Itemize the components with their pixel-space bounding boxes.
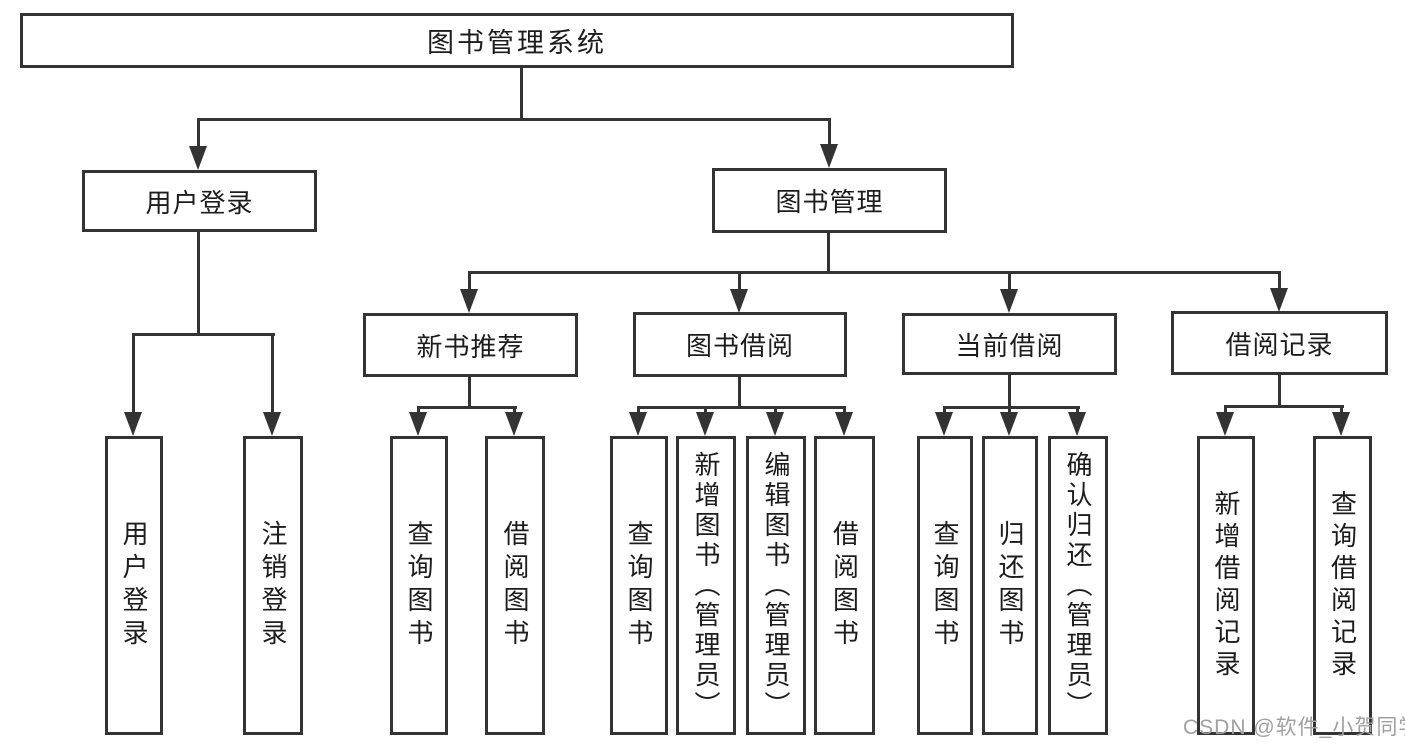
node-user-login: 用户登录 — [82, 170, 317, 232]
connector-book-borrowing-stem — [738, 375, 741, 409]
connector-book-management-stem — [827, 231, 830, 274]
leaf-edit-books-admin-label: 编辑图书（管理员） — [761, 450, 791, 721]
connector-current-borrowing-stem — [1008, 373, 1011, 409]
leaf-confirm-return-admin: 确认归还（管理员） — [1048, 436, 1108, 735]
node-new-book-recommend: 新书推荐 — [363, 313, 578, 377]
connector-to-new-book-recommend — [468, 271, 471, 290]
connector-to-leaf-query-1 — [417, 406, 420, 414]
connector-to-leaf-logout — [271, 333, 274, 412]
arrow-to-leaf-borrow-2 — [835, 412, 853, 436]
connector-book-management-split — [468, 271, 1281, 274]
connector-borrowing-records-split — [1224, 405, 1344, 408]
arrow-to-book-borrowing — [730, 289, 748, 313]
leaf-query-books-3: 查询图书 — [917, 436, 973, 735]
arrow-to-leaf-login — [124, 412, 142, 436]
connector-to-book-management — [828, 118, 831, 146]
leaf-query-books-3-label: 查询图书 — [930, 519, 960, 652]
leaf-query-borrow-record: 查询借阅记录 — [1313, 436, 1372, 735]
connector-root-stem — [520, 66, 523, 120]
connector-new-book-split — [417, 406, 517, 409]
node-borrowing-records-label: 借阅记录 — [1225, 329, 1334, 360]
connector-to-leaf-confirm-return — [1076, 406, 1079, 414]
node-user-login-label: 用户登录 — [145, 187, 254, 218]
csdn-watermark: CSDN @软件_小贺同学 — [1183, 716, 1405, 739]
connector-user-login-split — [132, 333, 275, 336]
leaf-borrow-books-1: 借阅图书 — [485, 436, 545, 735]
leaf-edit-books-admin: 编辑图书（管理员） — [746, 436, 806, 735]
connector-to-leaf-query-2 — [637, 406, 640, 414]
node-book-borrowing: 图书借阅 — [633, 312, 847, 377]
arrow-to-leaf-add-record — [1216, 412, 1234, 436]
connector-to-leaf-query-3 — [943, 406, 946, 414]
leaf-query-books-2-label: 查询图书 — [624, 519, 654, 652]
arrow-to-leaf-query-1 — [409, 412, 427, 436]
leaf-borrow-books-2: 借阅图书 — [814, 436, 875, 735]
leaf-add-borrow-record-label: 新增借阅记录 — [1211, 489, 1241, 682]
leaf-confirm-return-admin-label: 确认归还（管理员） — [1063, 450, 1093, 721]
leaf-borrow-books-1-label: 借阅图书 — [500, 519, 530, 652]
connector-user-login-stem — [197, 230, 200, 336]
node-current-borrowing: 当前借阅 — [902, 313, 1117, 375]
arrow-to-book-management — [820, 144, 838, 168]
leaf-query-borrow-record-label: 查询借阅记录 — [1327, 489, 1358, 682]
connector-to-leaf-return — [1008, 406, 1011, 414]
arrow-to-leaf-borrow-1 — [505, 412, 523, 436]
leaf-return-books-label: 归还图书 — [995, 519, 1025, 652]
leaf-user-login: 用户登录 — [105, 436, 163, 735]
leaf-return-books: 归还图书 — [982, 436, 1038, 735]
connector-to-user-login — [197, 118, 200, 148]
leaf-user-login-label: 用户登录 — [119, 519, 149, 652]
connector-to-current-borrowing — [1008, 271, 1011, 290]
node-root-label: 图书管理系统 — [427, 28, 607, 58]
connector-current-borrowing-split — [943, 406, 1080, 409]
connector-book-borrowing-split — [637, 406, 846, 409]
connector-to-leaf-add-record — [1224, 405, 1227, 414]
leaf-add-books-admin-label: 新增图书（管理员） — [691, 450, 721, 721]
leaf-add-books-admin: 新增图书（管理员） — [676, 436, 736, 735]
arrow-to-leaf-query-3 — [935, 412, 953, 436]
connector-to-leaf-borrow-2 — [843, 406, 846, 414]
connector-to-leaf-login — [132, 333, 135, 412]
leaf-borrow-books-2-label: 借阅图书 — [829, 519, 860, 652]
arrow-to-new-book-recommend — [460, 289, 478, 313]
connector-to-leaf-add-books — [704, 406, 707, 414]
node-root: 图书管理系统 — [20, 13, 1014, 68]
arrow-to-leaf-return — [1000, 412, 1018, 436]
connector-new-book-stem — [468, 375, 471, 409]
connector-to-leaf-edit-books — [774, 406, 777, 414]
arrow-to-borrowing-records — [1270, 288, 1288, 312]
connector-to-book-borrowing — [738, 271, 741, 290]
connector-to-leaf-borrow-1 — [513, 406, 516, 414]
leaf-logout-label: 注销登录 — [258, 519, 288, 652]
leaf-query-books-2: 查询图书 — [610, 436, 668, 735]
node-current-borrowing-label: 当前借阅 — [955, 330, 1064, 361]
leaf-add-borrow-record: 新增借阅记录 — [1197, 436, 1255, 735]
arrow-to-leaf-add-books — [696, 412, 714, 436]
connector-root-split — [198, 118, 831, 121]
node-book-borrowing-label: 图书借阅 — [685, 331, 794, 361]
connector-to-leaf-query-record — [1340, 405, 1343, 414]
connector-borrowing-records-stem — [1278, 373, 1281, 408]
arrow-to-leaf-query-2 — [629, 412, 647, 436]
arrow-to-current-borrowing — [1000, 289, 1018, 313]
connector-to-borrowing-records — [1278, 271, 1281, 290]
arrow-to-leaf-query-record — [1332, 412, 1350, 436]
arrow-to-leaf-logout — [263, 412, 281, 436]
arrow-to-leaf-confirm-return — [1068, 412, 1086, 436]
leaf-query-books-1: 查询图书 — [390, 436, 448, 735]
node-new-book-recommend-label: 新书推荐 — [416, 331, 525, 362]
node-borrowing-records: 借阅记录 — [1171, 311, 1388, 375]
arrow-to-leaf-edit-books — [766, 412, 784, 436]
node-book-management: 图书管理 — [712, 168, 947, 233]
arrow-to-user-login — [189, 146, 207, 170]
leaf-query-books-1-label: 查询图书 — [404, 519, 434, 652]
leaf-logout: 注销登录 — [243, 436, 303, 735]
node-book-management-label: 图书管理 — [775, 187, 884, 217]
